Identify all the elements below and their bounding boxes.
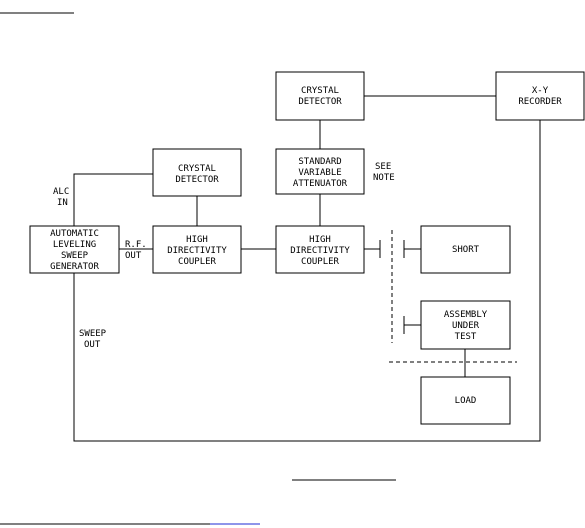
sweep-out-label-line-2: OUT xyxy=(84,340,101,350)
sweep-out-line xyxy=(73,120,541,442)
assembly-line-3: TEST xyxy=(455,332,477,342)
coupler-right-block: HIGH DIRECTIVITY COUPLER xyxy=(275,225,365,274)
alc-in-line xyxy=(73,173,153,226)
crystal-detector-top-line-1: CRYSTAL xyxy=(301,86,339,96)
see-note-label-line-1: SEE xyxy=(375,162,391,172)
recorder-line-1: X-Y xyxy=(532,86,549,96)
crystal-detector-left-line-1: CRYSTAL xyxy=(178,164,216,174)
alc-in-label-line-2: IN xyxy=(57,198,68,208)
coupler-left-block: HIGH DIRECTIVITY COUPLER xyxy=(152,225,242,274)
recorder-line-2: RECORDER xyxy=(518,97,562,107)
coupler-right-line-2: DIRECTIVITY xyxy=(290,246,350,256)
connection-lines xyxy=(73,95,541,442)
recorder-block: X-Y RECORDER xyxy=(495,71,585,121)
sweep-generator-line-4: GENERATOR xyxy=(50,262,99,272)
crystal-detector-left-block: CRYSTAL DETECTOR xyxy=(152,148,242,197)
assembly-under-test-block: ASSEMBLY UNDER TEST xyxy=(420,300,511,350)
short-block: SHORT xyxy=(420,225,511,274)
attenuator-line-1: STANDARD xyxy=(298,157,341,167)
crystal-detector-left-line-2: DETECTOR xyxy=(175,175,219,185)
crystal-detector-top-line-2: DETECTOR xyxy=(298,97,342,107)
sweep-generator-line-1: AUTOMATIC xyxy=(50,229,99,239)
coupler-left-line-3: COUPLER xyxy=(178,257,217,267)
load-block: LOAD xyxy=(420,376,511,425)
sweep-generator-block: AUTOMATIC LEVELING SWEEP GENERATOR xyxy=(29,225,120,274)
coupler-right-line-3: COUPLER xyxy=(301,257,340,267)
sweep-generator-line-3: SWEEP xyxy=(61,251,89,261)
alc-in-label-line-1: ALC xyxy=(53,187,69,197)
see-note-label-line-2: NOTE xyxy=(373,173,395,183)
rf-out-label-line-2: OUT xyxy=(125,251,142,261)
short-label: SHORT xyxy=(452,245,480,255)
crystal-detector-top-block: CRYSTAL DETECTOR xyxy=(275,71,365,121)
load-label: LOAD xyxy=(455,396,477,406)
assembly-line-2: UNDER xyxy=(452,321,480,331)
coupler-right-line-1: HIGH xyxy=(309,235,331,245)
coupler-left-line-2: DIRECTIVITY xyxy=(167,246,227,256)
sweep-generator-line-2: LEVELING xyxy=(53,240,96,250)
attenuator-line-3: ATTENUATOR xyxy=(293,179,348,189)
sweep-out-label-line-1: SWEEP xyxy=(79,329,107,339)
coupler-left-line-1: HIGH xyxy=(186,235,208,245)
assembly-line-1: ASSEMBLY xyxy=(444,310,488,320)
attenuator-line-2: VARIABLE xyxy=(298,168,341,178)
attenuator-block: STANDARD VARIABLE ATTENUATOR xyxy=(275,148,365,195)
rf-out-label-line-1: R.F. xyxy=(125,240,147,250)
